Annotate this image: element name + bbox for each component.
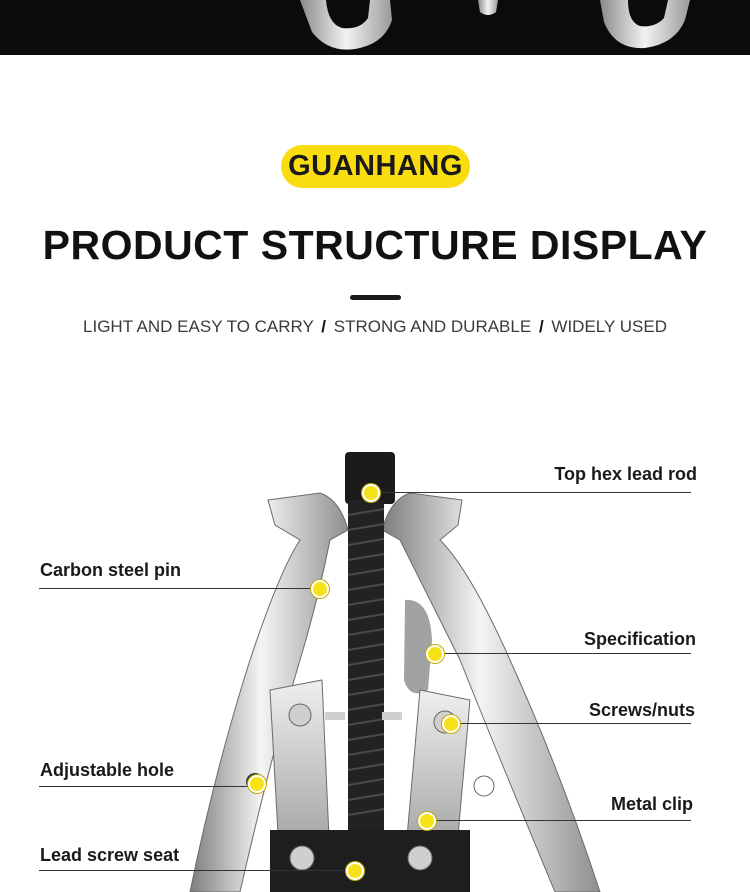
callout-line-screws bbox=[456, 723, 691, 724]
title-divider bbox=[350, 295, 401, 300]
separator: / bbox=[538, 317, 544, 336]
marker-screws bbox=[442, 715, 460, 733]
gear-puller-image bbox=[189, 452, 601, 892]
marker-top-hex bbox=[362, 484, 380, 502]
feature-durable: STRONG AND DURABLE bbox=[333, 317, 532, 336]
label-top-hex-lead-rod: Top hex lead rod bbox=[554, 464, 697, 484]
page-title: PRODUCT STRUCTURE DISPLAY bbox=[42, 222, 708, 268]
brand-badge: GUANHANG bbox=[281, 145, 470, 188]
label-screws-nuts: Screws/nuts bbox=[588, 700, 695, 720]
label-carbon-steel-pin: Carbon steel pin bbox=[40, 560, 182, 580]
marker-metal-clip bbox=[418, 812, 436, 830]
label-metal-clip: Metal clip bbox=[610, 794, 693, 814]
marker-adjustable-hole bbox=[248, 775, 266, 793]
marker-specification bbox=[426, 645, 444, 663]
label-lead-screw-seat: Lead screw seat bbox=[40, 845, 180, 865]
callout-line-adjustable-hole bbox=[39, 786, 251, 787]
callout-line-specification bbox=[440, 653, 691, 654]
label-specification: Specification bbox=[583, 629, 696, 649]
marker-carbon-pin bbox=[311, 580, 329, 598]
feature-widely-used: WIDELY USED bbox=[551, 317, 667, 336]
separator: / bbox=[321, 317, 327, 336]
callout-line-metal-clip bbox=[433, 820, 691, 821]
label-adjustable-hole: Adjustable hole bbox=[40, 760, 175, 780]
marker-screw-seat bbox=[346, 862, 364, 880]
feature-subtitle: LIGHT AND EASY TO CARRY / STRONG AND DUR… bbox=[0, 317, 750, 337]
brand-name: GUANHANG bbox=[288, 150, 463, 182]
feature-light: LIGHT AND EASY TO CARRY bbox=[83, 317, 314, 336]
puller-jaw-tips-image bbox=[300, 0, 690, 50]
callout-line-carbon-pin bbox=[39, 588, 314, 589]
callout-line-screw-seat bbox=[39, 870, 349, 871]
top-photo-strip bbox=[0, 0, 750, 55]
callout-line-top-hex bbox=[378, 492, 691, 493]
